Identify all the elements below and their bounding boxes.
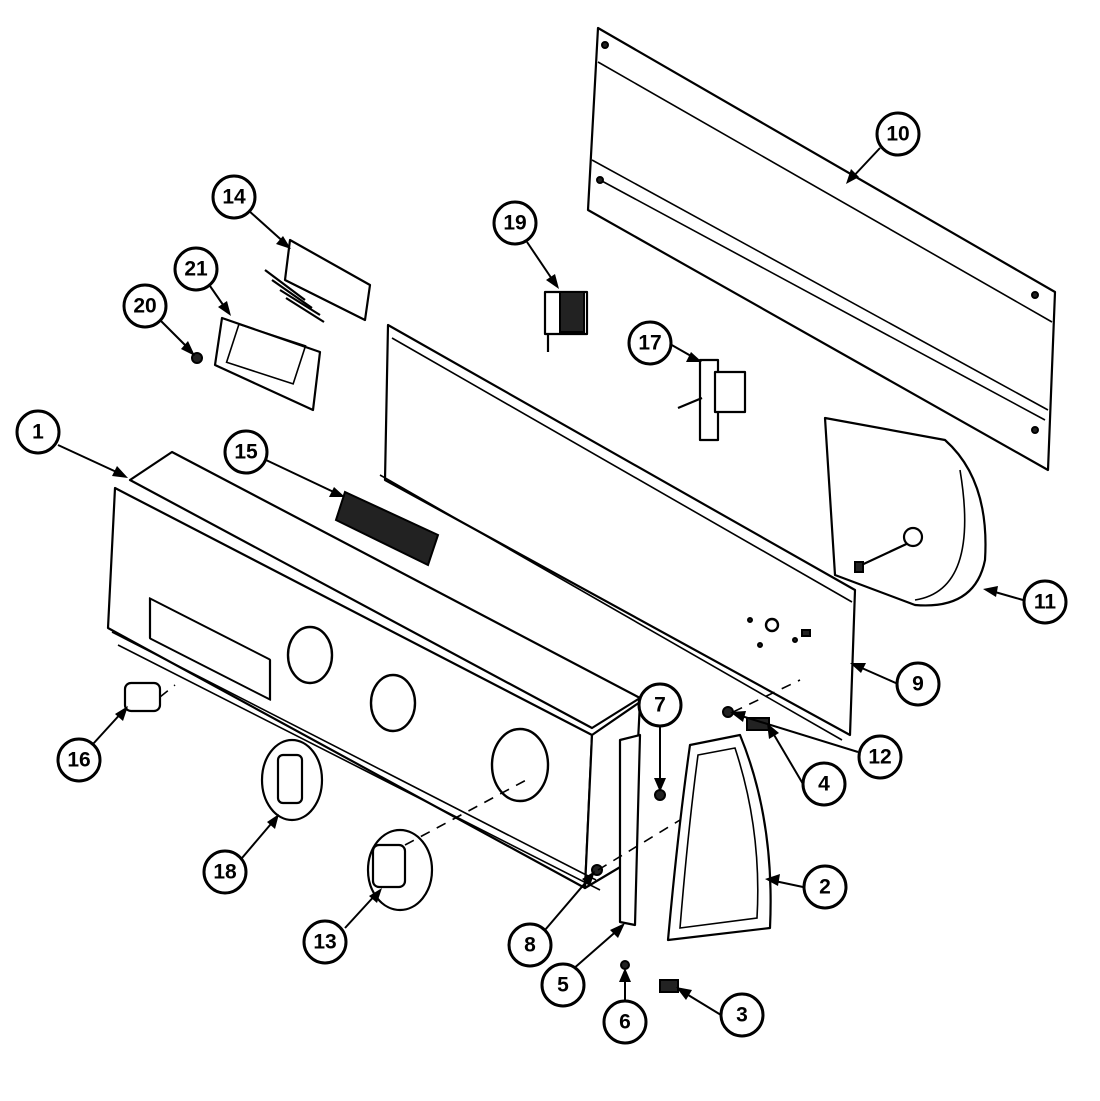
- trim-strip: [618, 733, 642, 927]
- callout-label-19: 19: [503, 212, 526, 235]
- callout-label-3: 3: [736, 1004, 748, 1027]
- callout-label-20: 20: [133, 295, 156, 318]
- switch: [677, 358, 747, 442]
- screw-small: [620, 960, 630, 970]
- circuit-board: [213, 316, 322, 412]
- callout-13: 13: [302, 888, 382, 965]
- rotary-switch: [543, 290, 589, 352]
- callout-label-4: 4: [818, 773, 830, 796]
- timer-housing: [823, 416, 987, 607]
- callout-21: 21: [173, 246, 231, 316]
- knob-small: [260, 738, 324, 822]
- control-panel-bracket: [379, 323, 857, 741]
- callout-8: 8: [507, 871, 595, 968]
- callout-label-7: 7: [654, 694, 666, 717]
- callout-label-17: 17: [638, 332, 661, 355]
- callout-label-2: 2: [819, 876, 831, 899]
- callout-label-18: 18: [213, 861, 237, 884]
- callout-label-16: 16: [67, 749, 90, 772]
- callout-label-13: 13: [313, 931, 336, 954]
- rear-panel: [586, 26, 1057, 472]
- callout-label-1: 1: [32, 421, 44, 444]
- callout-label-6: 6: [619, 1011, 631, 1034]
- callout-17: 17: [627, 320, 702, 366]
- callout-11: 11: [983, 579, 1068, 625]
- callout-2: 2: [765, 864, 848, 910]
- callout-label-14: 14: [222, 186, 246, 209]
- callout-5: 5: [540, 923, 625, 1008]
- callout-6: 6: [602, 968, 648, 1045]
- callout-18: 18: [202, 814, 279, 895]
- terminal-block: [264, 238, 372, 323]
- callout-label-5: 5: [557, 974, 569, 997]
- callout-label-11: 11: [1034, 591, 1057, 614]
- callout-14: 14: [211, 174, 291, 249]
- callout-10: 10: [846, 111, 921, 184]
- callout-label-12: 12: [868, 746, 891, 769]
- callout-label-21: 21: [184, 258, 208, 281]
- callout-20: 20: [122, 283, 195, 356]
- callout-4: 4: [767, 723, 847, 807]
- callout-label-8: 8: [524, 934, 536, 957]
- callout-3: 3: [676, 987, 765, 1038]
- knob-large: [366, 828, 434, 912]
- callout-label-15: 15: [234, 441, 258, 464]
- callout-7: 7: [637, 682, 683, 792]
- callout-1: 1: [15, 409, 128, 478]
- push-button: [123, 681, 162, 713]
- clip-bottom: [659, 979, 679, 993]
- callout-19: 19: [492, 200, 559, 289]
- callout-label-9: 9: [912, 673, 924, 696]
- callout-16: 16: [56, 706, 128, 783]
- alignment-lines: [159, 679, 801, 871]
- callout-12: 12: [730, 711, 903, 780]
- callout-label-10: 10: [886, 123, 909, 146]
- callout-15: 15: [223, 429, 345, 497]
- display-window: [334, 490, 440, 567]
- callout-9: 9: [850, 661, 941, 707]
- end-cap: [666, 733, 772, 942]
